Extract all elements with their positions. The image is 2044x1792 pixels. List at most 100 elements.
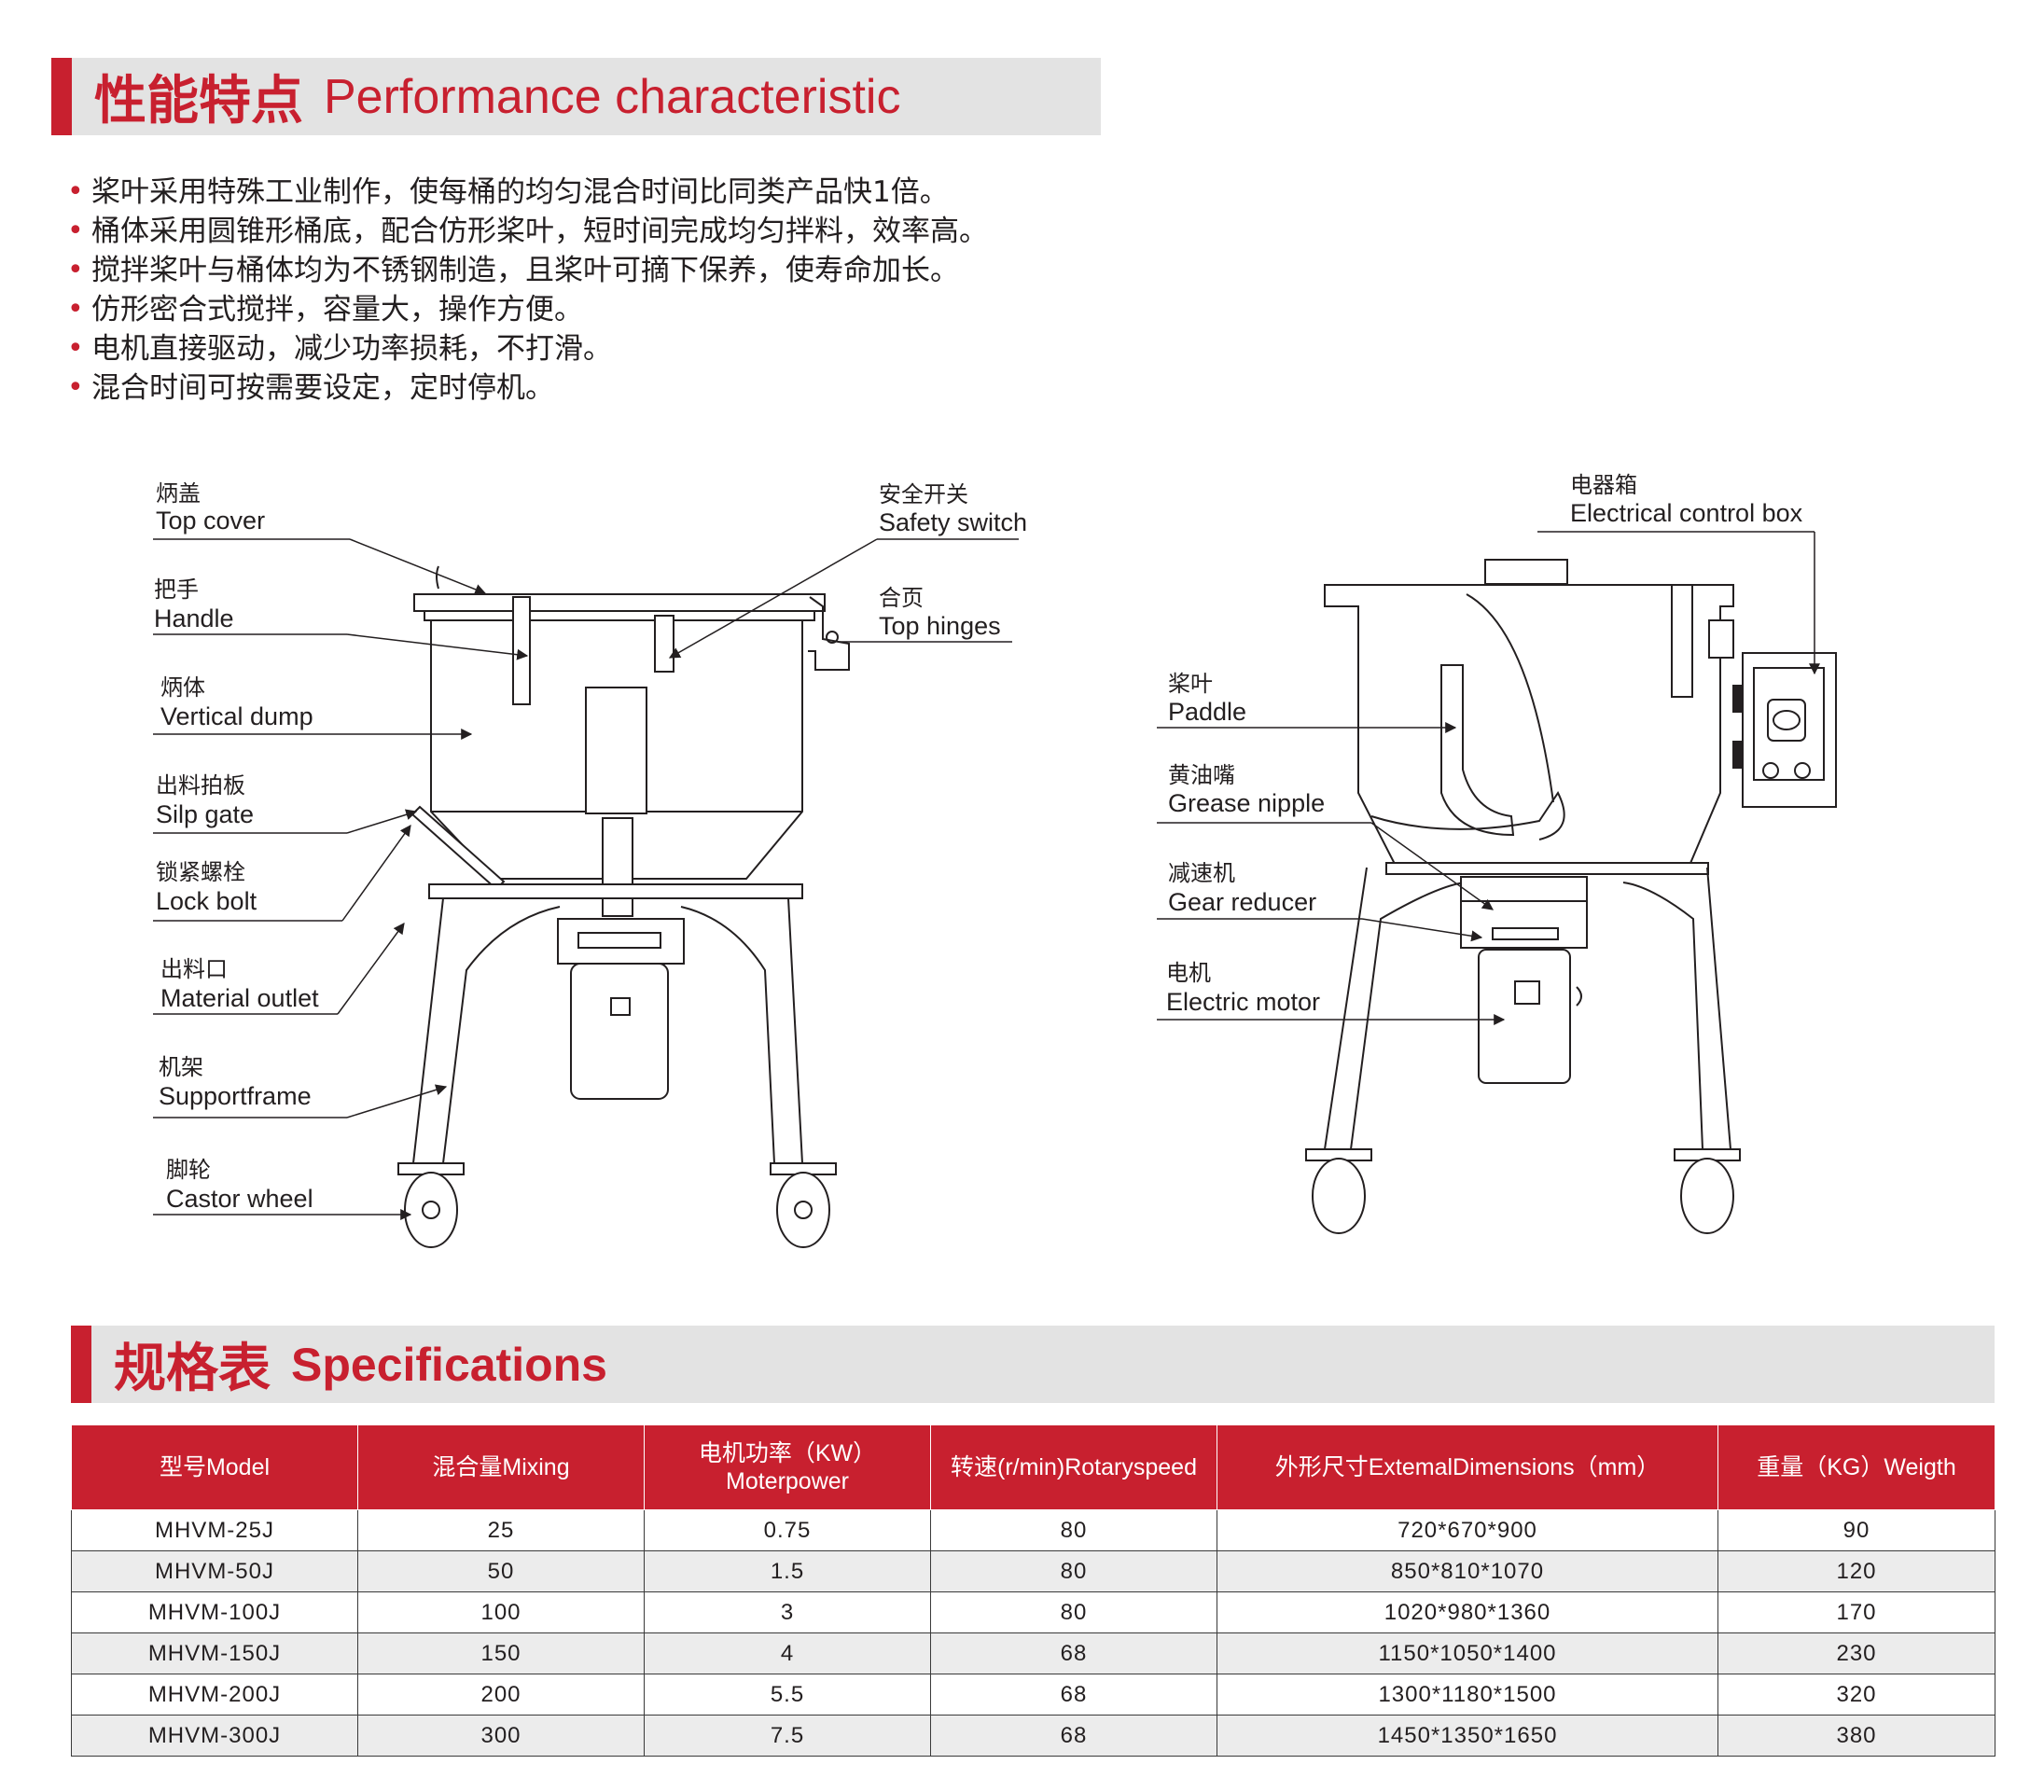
feature-item: •混合时间可按需要设定，定时停机。 (67, 368, 988, 408)
table-row: MHVM-150J 150 4 68 1150*1050*1400 230 (71, 1632, 1995, 1674)
cell-model: MHVM-300J (71, 1715, 358, 1757)
feature-item: •搅拌桨叶与桶体均为不锈钢制造，且桨叶可摘下保养，使寿命加长。 (67, 251, 988, 290)
svg-text:出料拍板: 出料拍板 (156, 772, 245, 799)
castor-wheel-shape (404, 1172, 458, 1248)
front-right-labels: 安全开关 Safety switch 合页 Top hinges (668, 481, 1027, 659)
cell-dimensions: 720*670*900 (1217, 1509, 1718, 1551)
cell-mixing: 300 (357, 1715, 645, 1757)
svg-text:合页: 合页 (879, 585, 924, 611)
lid-knob-shape (436, 565, 439, 590)
cell-dimensions: 1150*1050*1400 (1217, 1632, 1718, 1674)
cell-mixing: 100 (357, 1591, 645, 1633)
label-safety-switch: 安全开关 Safety switch (668, 481, 1027, 659)
cell-model: MHVM-50J (71, 1550, 358, 1592)
cell-weight: 380 (1717, 1715, 1995, 1757)
cell-motor-power: 7.5 (644, 1715, 931, 1757)
svg-text:安全开关: 安全开关 (879, 481, 968, 507)
svg-text:Grease nipple: Grease nipple (1168, 789, 1325, 817)
label-support-frame: 机架 Supportframe (153, 1054, 448, 1118)
specifications-title-en: Specifications (291, 1338, 607, 1391)
feature-item: •桶体采用圆锥形桶底，配合仿形桨叶，短时间完成均匀拌料，效率高。 (67, 212, 988, 251)
column-header-dimensions: 外形尺寸ExtemalDimensions（mm） (1217, 1424, 1718, 1510)
performance-title-cn: 性能特点 (94, 71, 303, 132)
label-top-cover: 炳盖 Top cover (153, 480, 487, 595)
svg-text:脚轮: 脚轮 (166, 1157, 211, 1183)
svg-text:出料口: 出料口 (160, 956, 228, 982)
specifications-title: 规格表 Specifications (114, 1326, 607, 1403)
svg-text:机架: 机架 (159, 1054, 203, 1080)
cell-rotary-speed: 68 (930, 1632, 1217, 1674)
side-view-machine (1305, 559, 1837, 1234)
feature-item: •仿形密合式搅拌，容量大，操作方便。 (67, 290, 988, 329)
cell-motor-power: 3 (644, 1591, 931, 1633)
cell-rotary-speed: 80 (930, 1509, 1217, 1551)
svg-text:锁紧螺栓: 锁紧螺栓 (156, 859, 245, 885)
svg-text:电机: 电机 (1166, 960, 1211, 986)
label-electric-motor: 电机 Electric motor (1157, 960, 1506, 1025)
column-header-weight: 重量（KG）Weigth (1717, 1424, 1995, 1510)
cell-mixing: 150 (357, 1632, 645, 1674)
label-handle: 把手 Handle (153, 576, 529, 660)
cell-dimensions: 1450*1350*1650 (1217, 1715, 1718, 1757)
svg-text:Silp gate: Silp gate (156, 800, 254, 828)
bullet-icon: • (67, 332, 84, 365)
performance-title-en: Performance characteristic (324, 69, 901, 124)
svg-text:桨叶: 桨叶 (1168, 671, 1213, 697)
cell-model: MHVM-100J (71, 1591, 358, 1633)
feature-item: •电机直接驱动，减少功率损耗，不打滑。 (67, 329, 988, 368)
side-gear-reducer-shape (1460, 876, 1588, 902)
handle-shape (512, 596, 531, 705)
svg-text:Gear reducer: Gear reducer (1168, 888, 1316, 916)
label-vertical-dump: 炳体 Vertical dump (153, 674, 473, 740)
svg-text:黄油嘴: 黄油嘴 (1168, 762, 1235, 788)
table-row: MHVM-200J 200 5.5 68 1300*1180*1500 320 (71, 1674, 1995, 1716)
front-view-machine (397, 565, 850, 1248)
cell-weight: 230 (1717, 1632, 1995, 1674)
cell-dimensions: 1300*1180*1500 (1217, 1674, 1718, 1716)
svg-text:Supportframe: Supportframe (159, 1082, 312, 1110)
svg-text:炳盖: 炳盖 (156, 480, 201, 507)
svg-text:Paddle: Paddle (1168, 698, 1246, 726)
svg-text:减速机: 减速机 (1168, 860, 1235, 886)
cell-weight: 320 (1717, 1674, 1995, 1716)
svg-text:Electrical control box: Electrical control box (1570, 499, 1803, 527)
feature-list: •桨叶采用特殊工业制作，使每桶的均匀混合时间比同类产品快1倍。 •桶体采用圆锥形… (67, 173, 988, 408)
label-castor-wheel: 脚轮 Castor wheel (153, 1157, 412, 1220)
column-header-model: 型号Model (71, 1424, 358, 1510)
bullet-icon: • (67, 293, 84, 326)
label-top-hinges: 合页 Top hinges (840, 585, 1012, 643)
cell-motor-power: 1.5 (644, 1550, 931, 1592)
svg-text:Safety switch: Safety switch (879, 508, 1027, 536)
cell-model: MHVM-200J (71, 1674, 358, 1716)
specifications-header-bar: 规格表 Specifications (71, 1326, 1995, 1403)
table-row: MHVM-50J 50 1.5 80 850*810*1070 120 (71, 1550, 1995, 1592)
support-frame-shape (428, 883, 803, 899)
svg-text:炳体: 炳体 (160, 674, 205, 701)
label-gear-reducer: 减速机 Gear reducer (1157, 860, 1483, 942)
motor-shape (570, 963, 669, 1100)
label-grease-nipple: 黄油嘴 Grease nipple (1157, 762, 1494, 910)
bullet-icon: • (67, 175, 84, 208)
column-header-rotary-speed: 转速(r/min)Rotaryspeed (930, 1424, 1217, 1510)
bullet-icon: • (67, 215, 84, 247)
cell-motor-power: 5.5 (644, 1674, 931, 1716)
front-left-labels: 炳盖 Top cover 把手 Handle 炳体 Vertical dump … (153, 480, 529, 1220)
svg-text:Top hinges: Top hinges (879, 612, 1001, 640)
mixer-diagram: 炳盖 Top cover 把手 Handle 炳体 Vertical dump … (153, 472, 1837, 1248)
cell-dimensions: 850*810*1070 (1217, 1550, 1718, 1592)
label-electrical-control-box: 电器箱 Electrical control box (1537, 472, 1820, 675)
cell-model: MHVM-25J (71, 1509, 358, 1551)
svg-text:Top cover: Top cover (156, 507, 265, 535)
label-material-outlet: 出料口 Material outlet (153, 923, 405, 1015)
specifications-title-cn: 规格表 (114, 1339, 271, 1399)
feature-item: •桨叶采用特殊工业制作，使每桶的均匀混合时间比同类产品快1倍。 (67, 173, 988, 212)
svg-text:Material outlet: Material outlet (160, 984, 319, 1012)
svg-text:Lock bolt: Lock bolt (156, 887, 257, 915)
cell-rotary-speed: 80 (930, 1591, 1217, 1633)
cell-mixing: 25 (357, 1509, 645, 1551)
cell-rotary-speed: 68 (930, 1715, 1217, 1757)
cell-rotary-speed: 68 (930, 1674, 1217, 1716)
table-row: MHVM-25J 25 0.75 80 720*670*900 90 (71, 1509, 1995, 1551)
svg-text:Handle: Handle (154, 604, 234, 632)
svg-text:Electric motor: Electric motor (1166, 988, 1320, 1016)
